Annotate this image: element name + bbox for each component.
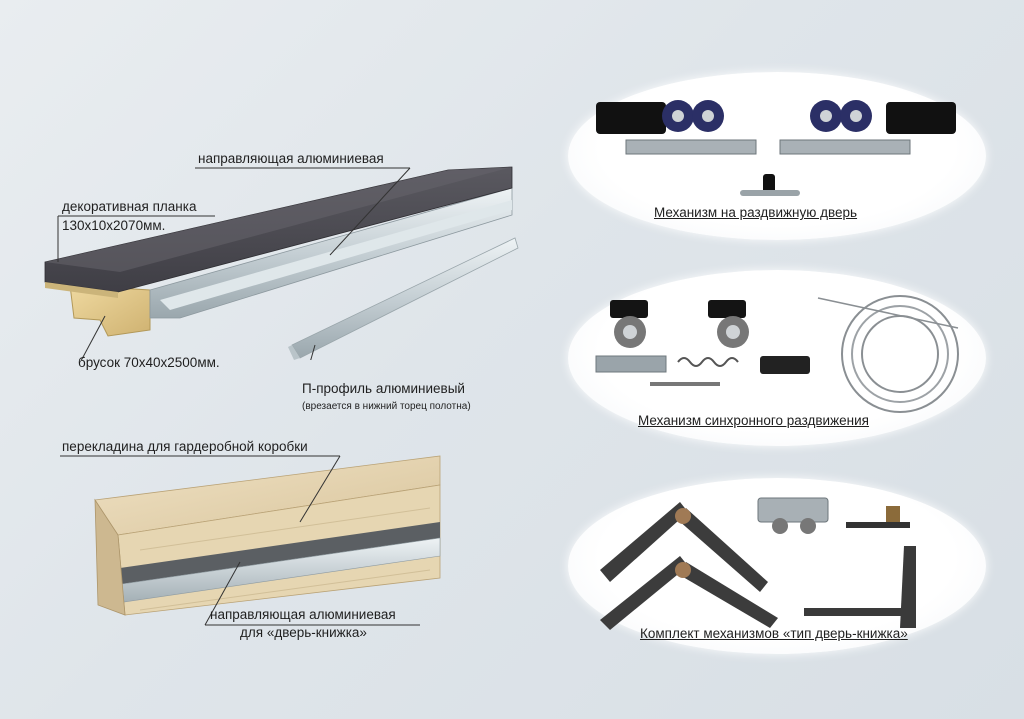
book-door-kit-label: Комплект механизмов «тип дверь-книжка» — [640, 626, 908, 641]
decor-strip-label: декоративная планка — [62, 199, 197, 214]
crossbar-illustration — [60, 455, 441, 626]
sync-mechanism-label: Механизм синхронного раздвижения — [638, 413, 869, 428]
sliding-door-mechanism-panel: Механизм на раздвижную дверь — [568, 72, 986, 240]
guide-rail-book-label-2: для «дверь-книжка» — [240, 625, 367, 640]
p-profile-note: (врезается в нижний торец полотна) — [302, 401, 471, 412]
guide-rail-book-label: направляющая алюминиевая — [210, 607, 396, 622]
sliding-door-mechanism-image — [596, 100, 956, 196]
p-profile-label: П-профиль алюминиевый — [302, 381, 465, 396]
sync-mechanism-panel: Механизм синхронного раздвижения — [568, 270, 986, 446]
crossbar-label: перекладина для гардеробной коробки — [62, 439, 308, 454]
rail-assembly-illustration — [44, 166, 519, 360]
bar-label: брусок 70х40х2500мм. — [78, 355, 220, 370]
book-door-kit-panel: Комплект механизмов «тип дверь-книжка» — [568, 478, 986, 654]
decor-strip-size-label: 130х10х2070мм. — [62, 218, 166, 233]
sliding-door-mechanism-label: Механизм на раздвижную дверь — [654, 205, 858, 220]
guide-rail-label: направляющая алюминиевая — [198, 151, 384, 166]
sync-mechanism-image — [595, 295, 959, 413]
book-door-kit-image — [600, 497, 916, 630]
